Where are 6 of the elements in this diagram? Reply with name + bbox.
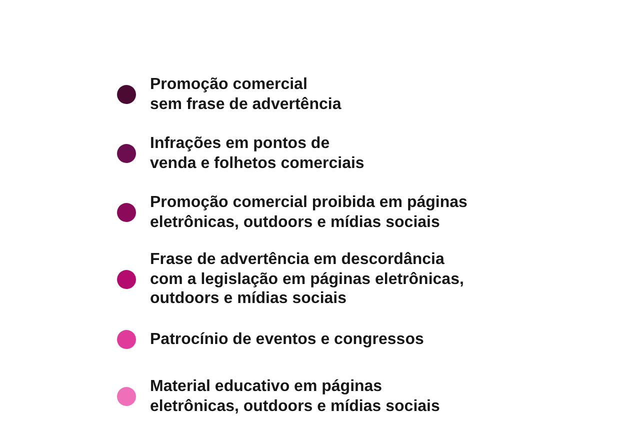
legend-label: Promoção comercial sem frase de advertência [150, 75, 342, 114]
legend-label: Material educativo em páginas eletrônicas, outdoors e mídias sociais [150, 377, 441, 416]
legend-label: Promoção comercial proibida em páginas eletrônicas, outdoors e mídias sociais [150, 193, 468, 232]
legend-label: Patrocínio de eventos e congressos [150, 330, 425, 350]
legend-label: Infrações em pontos de venda e folhetos comerciais [150, 134, 366, 173]
legend-label: Frase de advertência em descordância com a legislação em páginas eletrônicas, outdoors e mídias sociais [150, 250, 465, 308]
